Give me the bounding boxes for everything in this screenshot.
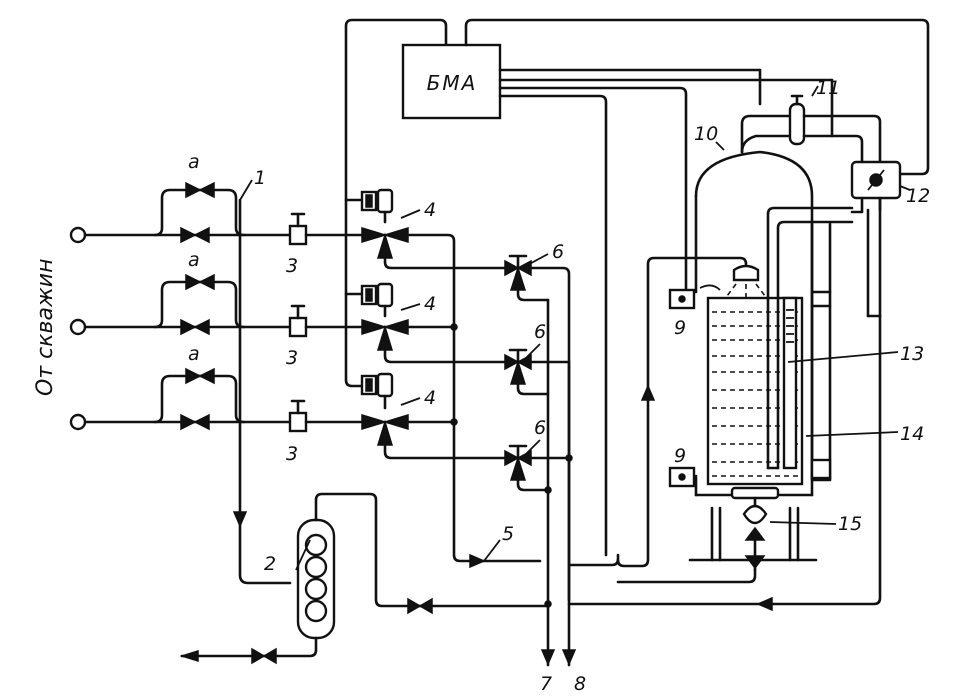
valve-6-row-2 <box>504 348 571 396</box>
label-6b: 6 <box>534 321 546 343</box>
separator-2 <box>179 492 550 665</box>
label-14: 14 <box>900 423 924 445</box>
label-12: 12 <box>906 185 930 207</box>
well-inlet-3 <box>69 413 87 431</box>
label-10: 10 <box>694 123 718 145</box>
bma-control-line-right <box>464 18 930 176</box>
label-4a: 4 <box>424 199 436 221</box>
label-a-1: а <box>188 151 200 173</box>
label-7: 7 <box>540 673 552 695</box>
well-inlet-2 <box>69 318 87 336</box>
label-a-2: а <box>188 249 200 271</box>
flowmeter-3-row-1 <box>288 212 308 246</box>
collector-line <box>232 179 292 585</box>
label-13: 13 <box>900 343 924 365</box>
valve-6-row-3 <box>504 444 571 492</box>
level-column-14 <box>766 206 854 482</box>
label-4c: 4 <box>424 387 436 409</box>
label-15: 15 <box>838 513 862 535</box>
label-3b: 3 <box>286 347 298 369</box>
label-5: 5 <box>502 523 514 545</box>
bma-block: БМА <box>401 43 502 120</box>
three-way-valve-4-row-3 <box>360 372 409 446</box>
label-8: 8 <box>574 673 586 695</box>
bma-control-line-left <box>344 18 448 388</box>
outlet-lines-7-8 <box>540 298 577 667</box>
label-2: 2 <box>264 553 276 575</box>
bma-signal-line-4 <box>498 94 608 557</box>
label-9a: 9 <box>674 317 686 339</box>
label-9b: 9 <box>674 445 686 467</box>
three-way-valve-4-row-2 <box>360 282 409 351</box>
label-a-3: а <box>188 343 200 365</box>
label-1: 1 <box>254 167 266 189</box>
bma-signal-line-3 <box>498 86 688 292</box>
flowmeter-3-row-2 <box>288 304 308 338</box>
valve-outlets <box>383 233 542 569</box>
inlet-line-row-3 <box>83 367 292 431</box>
gas-valve-11 <box>758 68 882 318</box>
bma-label: БМА <box>427 71 478 95</box>
leader-lines <box>295 85 911 571</box>
sensor-9-top <box>668 288 696 310</box>
well-inlet-1 <box>69 226 87 244</box>
feed-line-to-tank <box>567 256 769 568</box>
flowmeter-3-row-3 <box>288 399 308 433</box>
sensor-9-bottom <box>668 466 696 488</box>
drain-pump-15 <box>616 486 818 584</box>
label-3c: 3 <box>286 443 298 465</box>
inlet-side-label: От скважин <box>33 259 58 396</box>
gas-return-line <box>567 314 882 612</box>
inlet-line-row-2 <box>83 273 292 336</box>
label-6a: 6 <box>552 241 564 263</box>
three-way-valve-4-row-1 <box>360 188 409 259</box>
controller-12 <box>850 160 902 214</box>
label-4b: 4 <box>424 293 436 315</box>
label-11: 11 <box>816 77 840 99</box>
label-3a: 3 <box>286 255 298 277</box>
measuring-tank-13 <box>706 296 804 486</box>
inlet-line-row-1 <box>83 181 292 244</box>
label-6c: 6 <box>534 417 546 439</box>
